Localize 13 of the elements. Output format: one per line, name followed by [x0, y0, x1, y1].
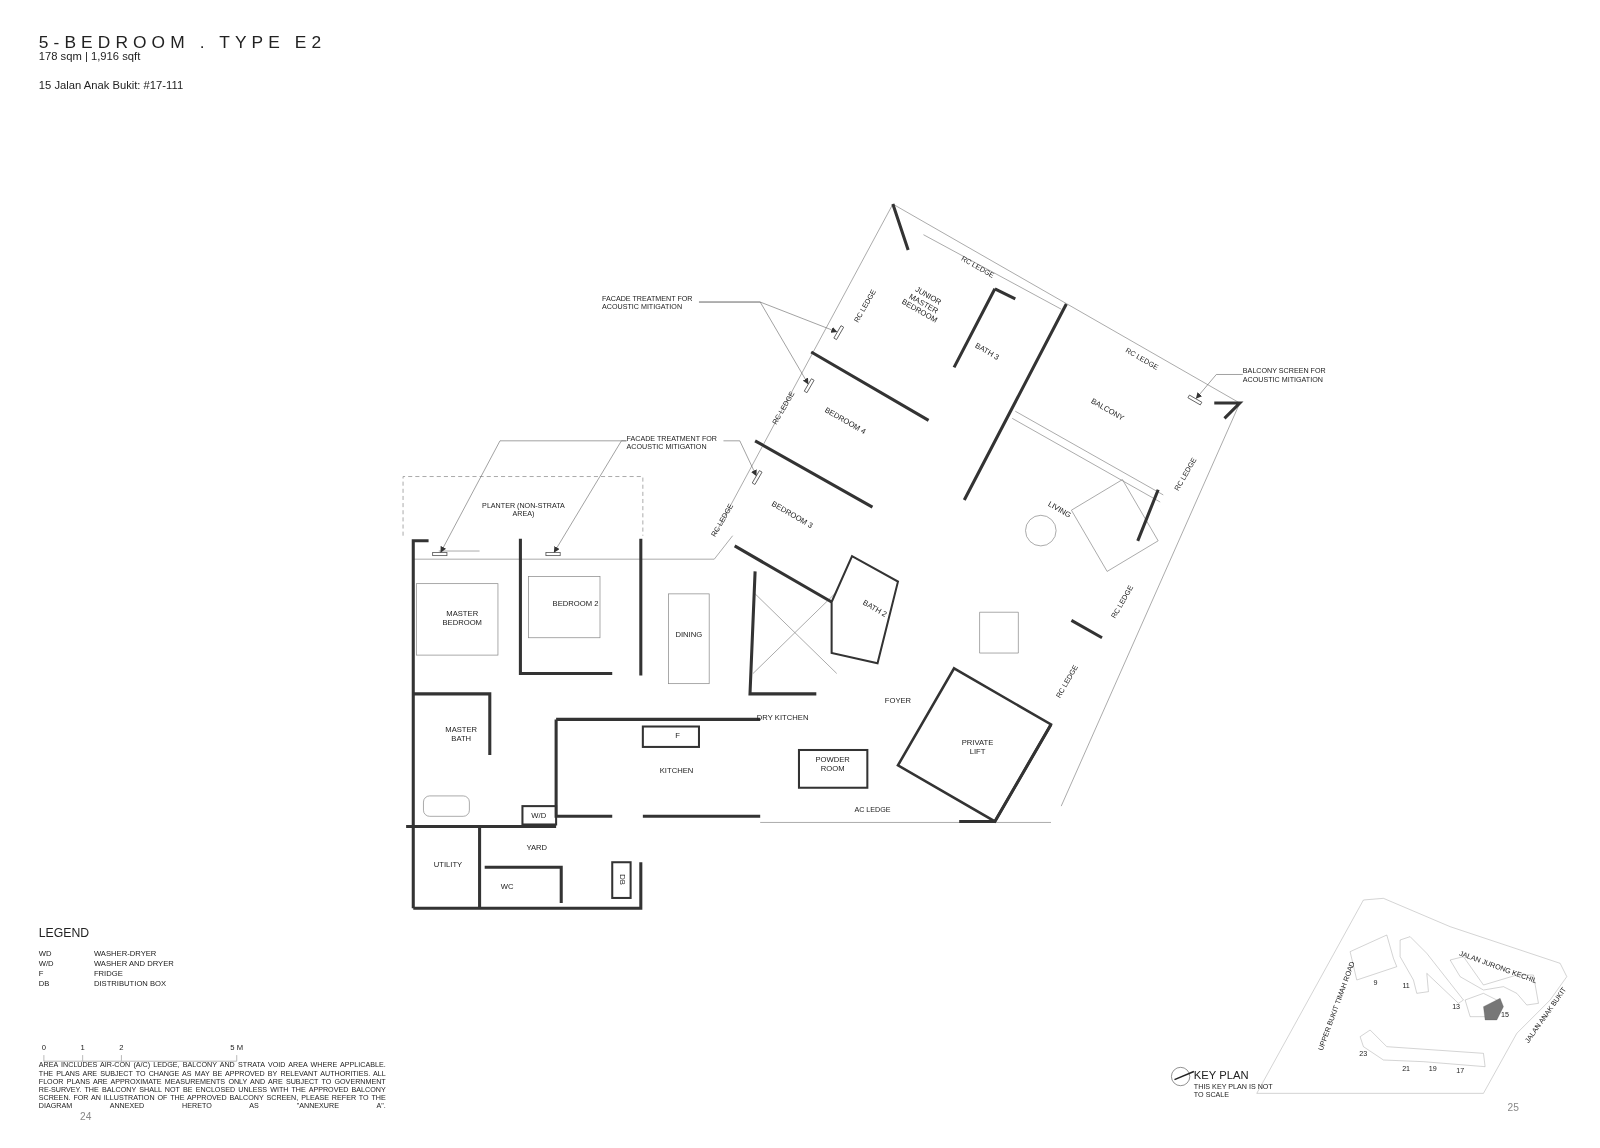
area-text: 178 sqm | 1,916 sqft — [38, 50, 141, 63]
page-number: 25 — [1507, 1102, 1519, 1114]
legend-heading: LEGEND — [38, 926, 90, 941]
facade-panel — [833, 325, 845, 340]
facade-panel — [545, 552, 561, 556]
facade-panel — [751, 470, 763, 485]
facade-panel — [432, 552, 448, 556]
address-text: 15 Jalan Anak Bukit: #17-111 — [38, 78, 184, 92]
plan-title: 5-BEDROOM . TYPE E2 — [38, 32, 327, 53]
key-plan-heading: KEY PLAN — [1193, 1068, 1249, 1082]
facade-panel — [1187, 394, 1203, 406]
facade-panel — [803, 378, 815, 394]
page-number: 24 — [80, 1110, 92, 1123]
